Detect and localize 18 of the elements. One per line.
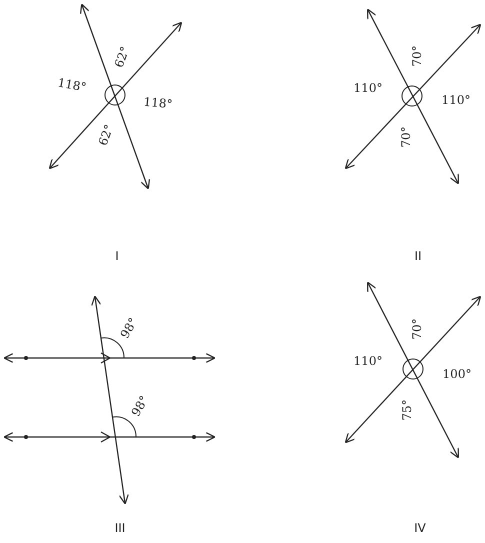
angle-label: 118° — [56, 76, 88, 94]
figure-number: I — [115, 250, 119, 262]
figure-number: IV — [414, 522, 426, 534]
figure-number: II — [414, 250, 422, 262]
angle-label: 70° — [411, 318, 423, 340]
angle-label: 110° — [354, 355, 382, 367]
angle-label: 110° — [442, 94, 470, 106]
angle-label: 98° — [118, 316, 140, 340]
angle-label: 118° — [143, 96, 173, 110]
angle-label: 110° — [354, 82, 382, 94]
angle-label: 62° — [112, 44, 132, 70]
angle-label: 62° — [96, 122, 116, 148]
angle-label: 100° — [442, 368, 472, 380]
angle-label: 70° — [400, 126, 412, 148]
angle-label: 70° — [411, 45, 423, 67]
figure-number: III — [114, 522, 126, 534]
angle-label: 98° — [129, 394, 151, 418]
angle-label: 75° — [401, 399, 413, 421]
